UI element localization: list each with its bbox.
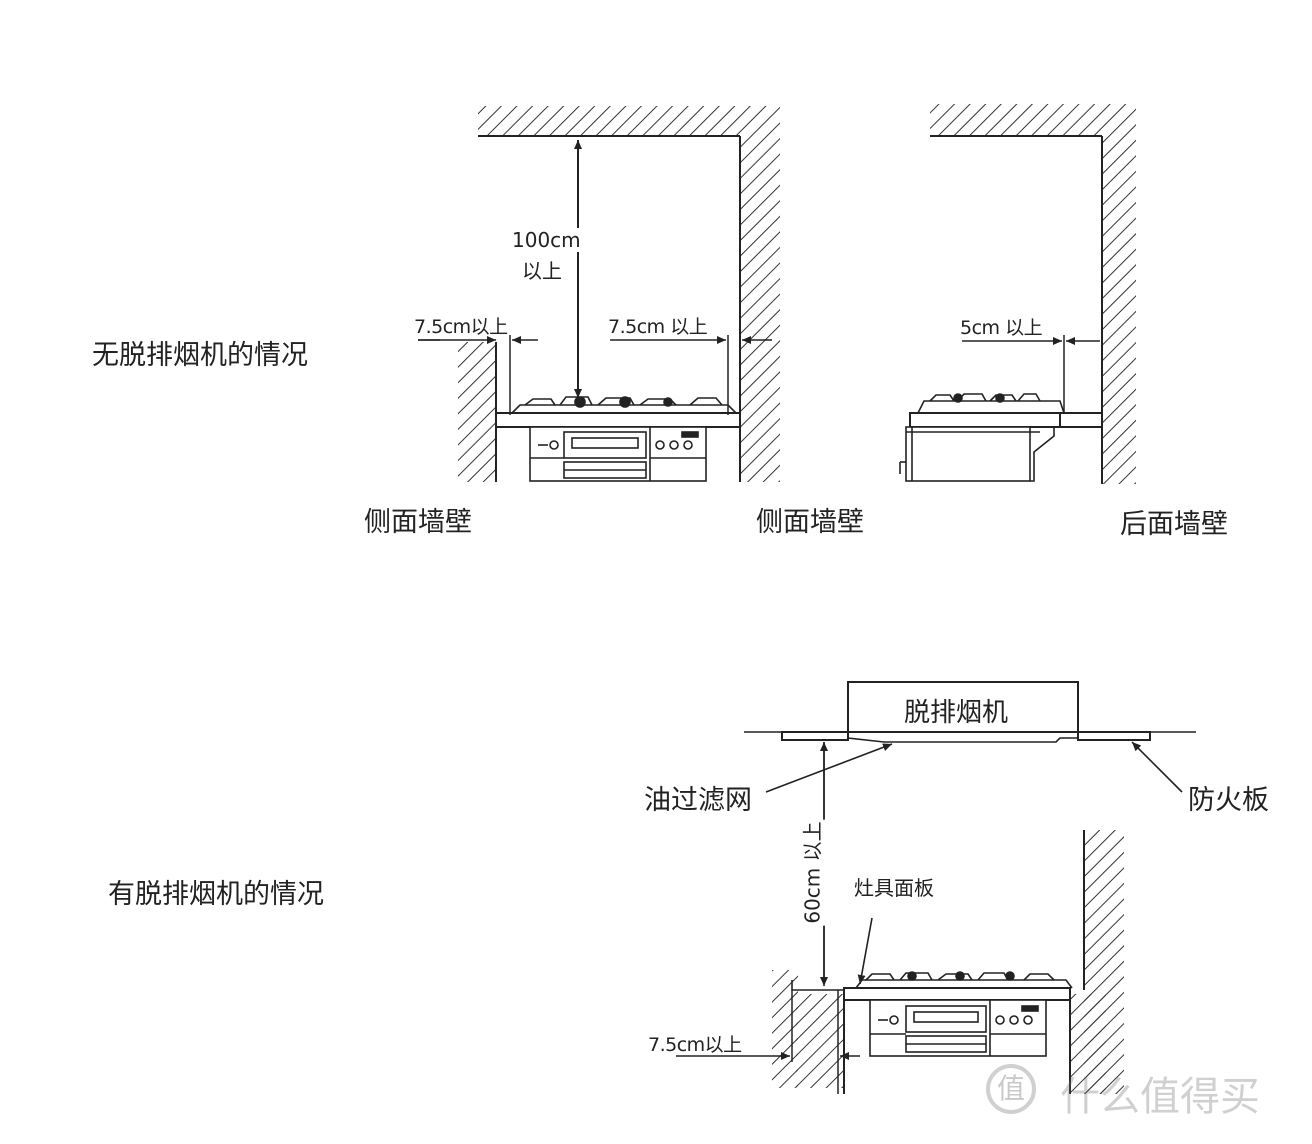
stove-body <box>529 426 707 482</box>
top-left-figure <box>418 106 780 482</box>
dim-5-label: 5cm 以上 <box>960 317 1043 339</box>
oil-filter-shape <box>847 732 1078 743</box>
dim-75-left-label: 7.5cm以上 <box>414 316 508 338</box>
side-wall-left-label: 侧面墙壁 <box>364 507 472 538</box>
stove-body-bottom <box>869 999 1047 1057</box>
stove-panel-label: 灶具面板 <box>854 876 934 900</box>
stove-side <box>899 393 1065 482</box>
rear-wall-hatch <box>1102 136 1136 484</box>
ceiling-hatch-right <box>930 104 1136 136</box>
stove-panel-leader <box>857 917 873 985</box>
ceiling-hatch <box>478 106 780 136</box>
no-hood-case-label: 无脱排烟机的情况 <box>92 340 308 371</box>
side-wall-right-label: 侧面墙壁 <box>756 507 864 538</box>
right-wall-hatch <box>740 136 780 482</box>
counter-bottom <box>843 987 1071 1001</box>
fire-board-leader <box>1131 741 1183 793</box>
fire-board-label: 防火板 <box>1188 785 1269 816</box>
hood-body <box>847 681 1079 733</box>
bottom-figure <box>676 681 1196 1094</box>
counter <box>495 412 741 428</box>
fire-board-right <box>1077 731 1151 741</box>
with-hood-case-label: 有脱排烟机的情况 <box>108 879 324 910</box>
dim-75-right-label: 7.5cm 以上 <box>608 316 708 338</box>
oil-filter-label: 油过滤网 <box>644 785 752 816</box>
rear-wall-label: 后面墙壁 <box>1120 509 1228 540</box>
dim-75-bottom-label: 7.5cm以上 <box>648 1034 742 1056</box>
dim-100-suffix: 以上 <box>522 255 562 284</box>
left-wall-hatch <box>458 342 496 482</box>
counter-right <box>909 412 1103 428</box>
stove-top <box>511 396 737 414</box>
dim-100-value: 100cm <box>512 228 581 252</box>
watermark-icon: 值 <box>986 1064 1036 1114</box>
stove-top-bottom <box>855 971 1073 989</box>
fire-board-left <box>781 731 849 741</box>
dim-60-label: 60cm 以上 <box>796 819 826 926</box>
oil-filter-leader <box>765 743 893 793</box>
hood-label: 脱排烟机 <box>904 698 1009 728</box>
watermark-text: 什么值得买 <box>1060 1074 1260 1120</box>
top-right-figure <box>899 104 1136 484</box>
left-wall-hatch-bottom <box>772 970 798 1088</box>
